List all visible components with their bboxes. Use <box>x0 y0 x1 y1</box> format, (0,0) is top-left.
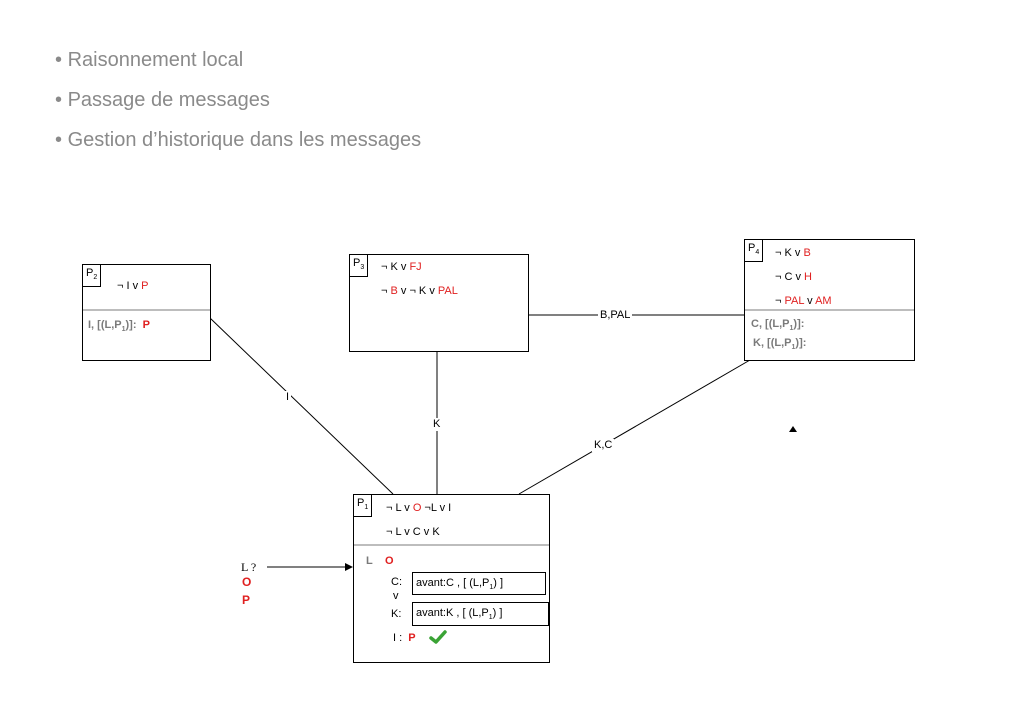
bullet-list: Raisonnement local Passage de messages G… <box>55 40 422 160</box>
peer-p2-box: P2 ¬ I v P I, [(L,P1)]: P <box>82 264 211 361</box>
answer-p: P <box>242 593 251 607</box>
answer-o: O <box>242 575 252 589</box>
bullet-item: Passage de messages <box>55 80 421 120</box>
divider <box>745 309 914 311</box>
bullet-item: Gestion d’historique dans les messages <box>55 120 422 160</box>
clause: ¬ K v FJ <box>381 261 422 273</box>
local-query: L O <box>366 555 394 567</box>
check-icon <box>429 630 447 644</box>
or-label: v <box>393 590 399 602</box>
clause: ¬ L v O ¬L v I <box>386 502 452 514</box>
clause: ¬ I v P <box>117 280 149 292</box>
bullet-item: Raisonnement local <box>55 40 421 80</box>
history-entry: K, [(L,P1)]: <box>753 337 807 352</box>
edge-label-b-pal: B,PAL <box>598 309 633 322</box>
clause: ¬ PAL v AM <box>775 295 832 307</box>
clause: ¬ K v B <box>775 247 811 259</box>
peer-tag: P4 <box>745 240 764 263</box>
c-label: C: <box>391 576 402 588</box>
peer-p3-box: P3 ¬ K v FJ ¬ B v ¬ K v PAL <box>349 254 529 352</box>
history-entry: I, [(L,P1)]: P <box>88 319 150 334</box>
edge-label-k: K <box>431 418 443 431</box>
clause: ¬ L v C v K <box>386 526 440 538</box>
edge-p2-p1 <box>209 317 394 495</box>
arrow-head-icon <box>345 563 353 571</box>
edge-label-k-c: K,C <box>592 439 615 452</box>
divider <box>354 544 549 546</box>
k-label: K: <box>391 608 402 620</box>
query-label: L ? <box>241 560 257 574</box>
edge-label-i: I <box>284 391 292 404</box>
peer-p4-box: P4 ¬ K v B ¬ C v H ¬ PAL v AM C, [(L,P1)… <box>744 239 915 361</box>
triangle-icon <box>789 426 797 432</box>
i-result: I : P <box>393 632 416 644</box>
peer-p1-box: P1 ¬ L v O ¬L v I ¬ L v C v K L O C: ava… <box>353 494 550 663</box>
history-box-c: avant:C , [ (L,P1) ] <box>412 572 546 595</box>
clause: ¬ B v ¬ K v PAL <box>381 285 458 297</box>
divider <box>83 309 210 311</box>
edge-p4-p1 <box>518 359 751 495</box>
history-entry: C, [(L,P1)]: <box>751 318 805 333</box>
peer-tag: P2 <box>83 265 102 288</box>
peer-tag: P3 <box>350 255 369 278</box>
history-box-k: avant:K , [ (L,P1) ] <box>412 602 549 626</box>
peer-tag: P1 <box>354 495 373 518</box>
clause: ¬ C v H <box>775 271 812 283</box>
